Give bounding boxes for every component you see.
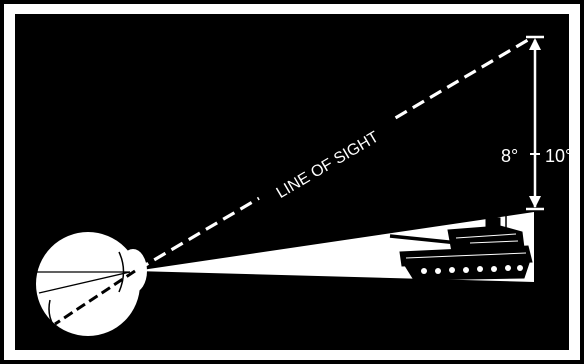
tank-wheel [505,265,511,271]
angle-8-degrees-label: 8° [501,146,518,166]
tank-wheel [517,265,523,271]
angle-10-degrees-label: 10° [545,146,572,166]
tank-wheel [435,268,441,274]
tank-wheel [421,268,427,274]
tank-wheel [463,267,469,273]
tank-wheel [477,266,483,272]
tank-wheel [449,267,455,273]
tank-cupola [486,218,500,227]
tank-wheel [491,266,497,272]
